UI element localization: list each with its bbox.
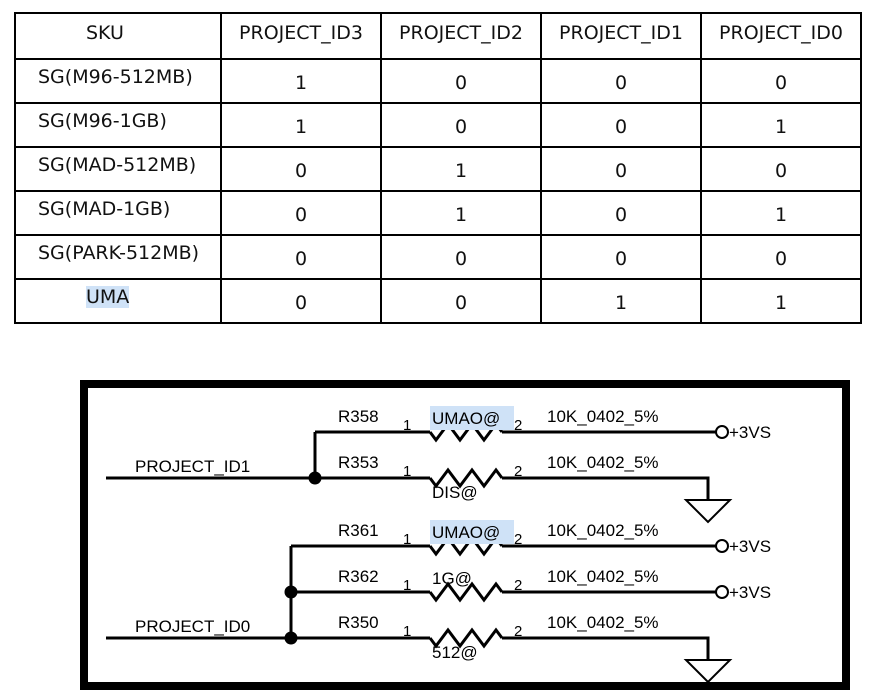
resistor-ref: R361 bbox=[338, 521, 379, 540]
id-value-cell: 1 bbox=[220, 102, 382, 148]
power-port-icon bbox=[715, 539, 729, 553]
power-label: +3VS bbox=[729, 423, 771, 442]
resistor-ref: R350 bbox=[338, 613, 379, 632]
schematic-frame bbox=[80, 380, 850, 690]
id-value-cell: 0 bbox=[700, 234, 862, 280]
id-value-cell: 1 bbox=[700, 190, 862, 236]
pin-number: 2 bbox=[514, 623, 522, 640]
resistor-value: 10K_0402_5% bbox=[547, 453, 659, 472]
id-value-cell: 0 bbox=[220, 234, 382, 280]
header-id2: PROJECT_ID2 bbox=[380, 12, 542, 60]
resistor-value: 10K_0402_5% bbox=[547, 567, 659, 586]
pin-number: 1 bbox=[403, 623, 411, 640]
tag-highlight bbox=[430, 520, 514, 544]
junction-dot bbox=[308, 471, 322, 485]
sku-cell: SG(M96-512MB) bbox=[14, 58, 222, 104]
pin-number: 2 bbox=[514, 577, 522, 594]
sku-label: SG(PARK-512MB) bbox=[38, 242, 200, 264]
id-value-cell: 0 bbox=[700, 58, 862, 104]
wire bbox=[502, 476, 710, 500]
pin-number: 1 bbox=[403, 463, 411, 480]
pin-number: 1 bbox=[403, 531, 411, 548]
pin-number: 1 bbox=[403, 417, 411, 434]
id-value-cell: 0 bbox=[540, 102, 702, 148]
id-value-cell: 0 bbox=[380, 58, 542, 104]
sku-label: SG(M96-1GB) bbox=[38, 110, 167, 132]
power-label: +3VS bbox=[729, 583, 771, 602]
sku-cell: SG(PARK-512MB) bbox=[14, 234, 222, 280]
sku-cell: SG(MAD-512MB) bbox=[14, 146, 222, 192]
id-value-cell: 0 bbox=[380, 234, 542, 280]
id-value-cell: 1 bbox=[220, 58, 382, 104]
id-value-cell: 0 bbox=[220, 190, 382, 236]
wire bbox=[502, 636, 710, 660]
id-value-cell: 0 bbox=[700, 146, 862, 192]
junction-dot bbox=[284, 631, 298, 645]
resistor-value: 10K_0402_5% bbox=[547, 407, 659, 426]
header-id3: PROJECT_ID3 bbox=[220, 12, 382, 60]
assembly-tag: DIS@ bbox=[432, 483, 478, 502]
id-value-cell: 1 bbox=[700, 102, 862, 148]
id-value-cell: 0 bbox=[540, 190, 702, 236]
power-port-icon bbox=[715, 585, 729, 599]
sku-label: UMA bbox=[86, 286, 130, 308]
assembly-tag: UMAO@ bbox=[432, 523, 500, 542]
power-label: +3VS bbox=[729, 537, 771, 556]
sku-label: SG(MAD-1GB) bbox=[38, 198, 171, 220]
id-value-cell: 0 bbox=[380, 102, 542, 148]
id-value-cell: 0 bbox=[380, 278, 542, 324]
assembly-tag: 1G@ bbox=[432, 569, 472, 588]
tag-highlight bbox=[430, 406, 514, 430]
resistor-ref: R358 bbox=[338, 407, 379, 426]
pin-number: 2 bbox=[514, 463, 522, 480]
table-header-row: SKU PROJECT_ID3 PROJECT_ID2 PROJECT_ID1 … bbox=[14, 12, 862, 60]
id-value-cell: 0 bbox=[220, 146, 382, 192]
pin-number: 2 bbox=[514, 417, 522, 434]
resistor-symbol bbox=[428, 627, 504, 649]
pin-number: 2 bbox=[514, 531, 522, 548]
net-label: PROJECT_ID0 bbox=[135, 617, 250, 636]
resistor-symbol bbox=[428, 467, 504, 489]
sku-label: SG(MAD-512MB) bbox=[38, 154, 197, 176]
ground-icon bbox=[683, 659, 733, 684]
assembly-tag: UMAO@ bbox=[432, 409, 500, 428]
sku-label: SG(M96-512MB) bbox=[38, 66, 193, 88]
id-value-cell: 0 bbox=[220, 278, 382, 324]
resistor-value: 10K_0402_5% bbox=[547, 613, 659, 632]
junction-dot bbox=[284, 585, 298, 599]
id-value-cell: 0 bbox=[540, 58, 702, 104]
sku-cell: SG(M96-1GB) bbox=[14, 102, 222, 148]
resistor-value: 10K_0402_5% bbox=[547, 521, 659, 540]
header-id1: PROJECT_ID1 bbox=[540, 12, 702, 60]
id-value-cell: 1 bbox=[380, 146, 542, 192]
id-value-cell: 1 bbox=[380, 190, 542, 236]
ground-icon bbox=[683, 499, 733, 524]
sku-cell: SG(MAD-1GB) bbox=[14, 190, 222, 236]
net-project-id1 bbox=[106, 432, 317, 480]
sku-cell: UMA bbox=[14, 278, 222, 324]
header-sku: SKU bbox=[14, 12, 222, 60]
net-label: PROJECT_ID1 bbox=[135, 457, 250, 476]
id-value-cell: 0 bbox=[540, 146, 702, 192]
resistor-symbol bbox=[428, 581, 504, 603]
assembly-tag: 512@ bbox=[432, 643, 478, 662]
resistor-ref: R353 bbox=[338, 453, 379, 472]
id-value-cell: 1 bbox=[540, 278, 702, 324]
id-value-cell: 0 bbox=[540, 234, 702, 280]
power-port-icon bbox=[715, 425, 729, 439]
id-value-cell: 1 bbox=[700, 278, 862, 324]
header-id0: PROJECT_ID0 bbox=[700, 12, 862, 60]
pin-number: 1 bbox=[403, 577, 411, 594]
sku-project-id-table: SKU PROJECT_ID3 PROJECT_ID2 PROJECT_ID1 … bbox=[14, 12, 862, 324]
resistor-ref: R362 bbox=[338, 567, 379, 586]
